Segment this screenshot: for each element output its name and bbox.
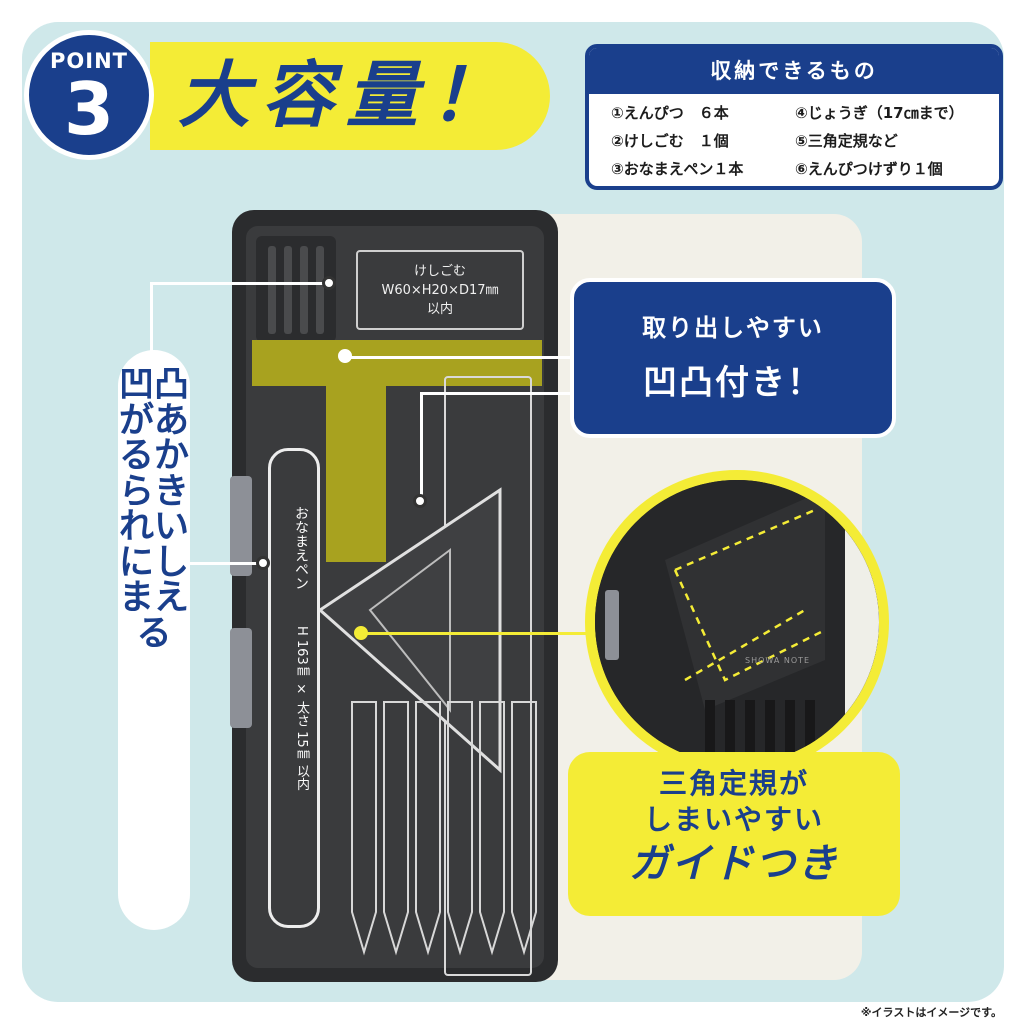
callout-guide-line3: ガイドつき <box>629 841 839 887</box>
storage-item: ③おなまえペン１本 <box>611 160 744 178</box>
callout-easy-removal-line2: 凹凸付き！ <box>643 363 823 403</box>
vertical-banner-text: 凹凸があるからきれいにしまえる <box>118 365 189 654</box>
vertical-banner <box>118 350 190 930</box>
callout-guide-line1: 三角定規が <box>658 767 809 800</box>
callout-easy-removal: 取り出しやすい 凹凸付き！ <box>570 278 896 438</box>
point-label: POINT <box>50 49 128 73</box>
storage-item: ①えんぴつ ６本 <box>611 104 729 122</box>
connector-line <box>150 282 330 285</box>
eraser-slot-name: けしごむ <box>413 264 466 279</box>
pencils-icon <box>351 701 537 956</box>
brand-mark: SHOWA NOTE <box>745 656 811 665</box>
pen-size-label: H 163㎜ × 太さ 15㎜ 以内 <box>294 625 309 791</box>
connector-line <box>420 392 423 500</box>
grip-ribs-icon <box>268 246 324 334</box>
storage-list-box: 収納できるもの ①えんぴつ ６本 ②けしごむ １個 ③おなまえペン１本 ④じょう… <box>585 44 1003 190</box>
connector-dot <box>338 349 352 363</box>
case-clip-lower <box>230 628 252 728</box>
connector-line <box>150 282 153 352</box>
connector-dot <box>322 276 336 290</box>
footnote: ※イラストはイメージです。 <box>860 1006 1002 1019</box>
connector-dot <box>256 556 270 570</box>
zoom-detail-image: SHOWA NOTE <box>595 480 879 764</box>
pen-name-label: おなまえペン <box>293 506 309 590</box>
connector-line <box>346 356 572 359</box>
page-title: 大容量！ <box>178 53 515 137</box>
storage-item: ④じょうぎ（17㎝まで） <box>795 104 964 122</box>
connector-dot-yellow <box>354 626 368 640</box>
storage-item: ⑤三角定規など <box>795 132 898 150</box>
connector-dot <box>413 494 427 508</box>
storage-item: ⑥えんぴつけずり１個 <box>795 160 943 178</box>
tray-ridge-vertical <box>326 340 386 562</box>
case-clip-upper <box>230 476 252 576</box>
zoom-detail-circle: SHOWA NOTE <box>585 470 889 774</box>
callout-easy-removal-line1: 取り出しやすい <box>642 314 824 342</box>
connector-line <box>420 392 572 395</box>
name-pen-outline <box>268 448 320 928</box>
title-banner <box>150 42 550 150</box>
eraser-slot-limit: 以内 <box>426 302 453 317</box>
point-badge: POINT 3 <box>24 30 154 160</box>
storage-item: ②けしごむ １個 <box>611 132 729 150</box>
storage-heading: 収納できるもの <box>589 48 999 94</box>
callout-triangle-guide: 三角定規が しまいやすい ガイドつき <box>568 752 900 916</box>
point-number: 3 <box>63 67 115 151</box>
triangle-guide-icon <box>595 480 879 764</box>
callout-guide-line2: しまいやすい <box>643 803 824 836</box>
connector-line <box>190 562 262 565</box>
eraser-slot-label: けしごむ W60×H20×D17㎜ 以内 <box>356 250 524 330</box>
connector-line-yellow <box>362 632 590 635</box>
tray-ridge-horizontal <box>252 340 542 386</box>
triangle-ruler-icon <box>317 487 502 774</box>
eraser-slot-size: W60×H20×D17㎜ <box>381 283 499 298</box>
